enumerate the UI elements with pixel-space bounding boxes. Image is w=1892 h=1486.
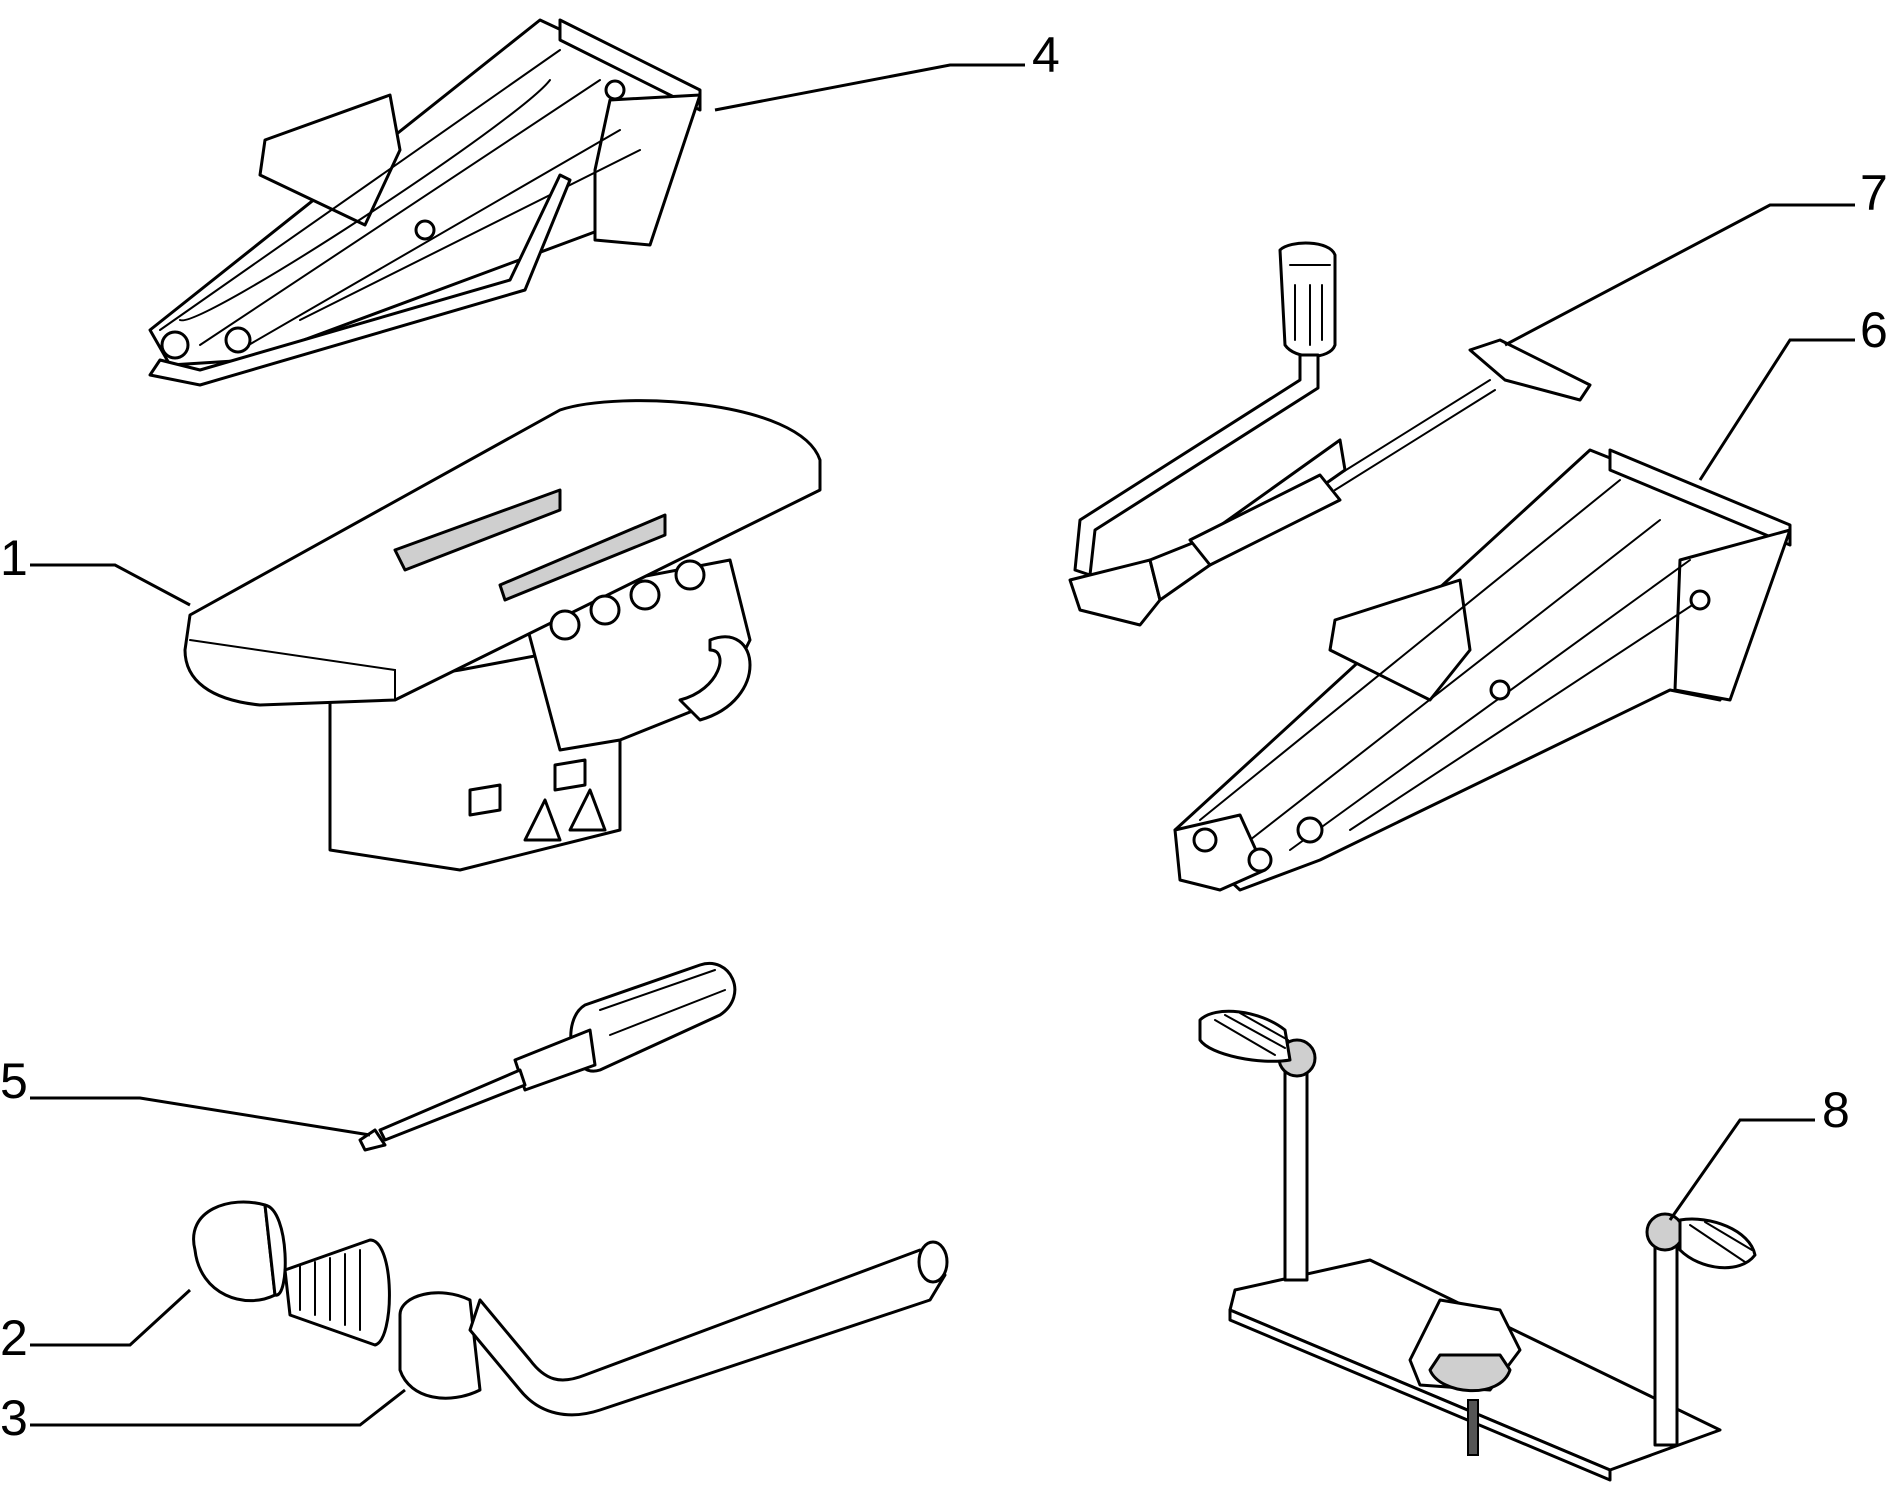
leader-lines — [30, 63, 1855, 1427]
leader-5 — [30, 1096, 371, 1137]
callout-6: 6 — [1860, 302, 1888, 358]
crank-handle-7 — [1068, 241, 1592, 627]
leader-8 — [1668, 1118, 1815, 1221]
leader-7 — [1504, 203, 1855, 347]
leader-2 — [30, 1288, 192, 1347]
scissor-jack-6 — [1173, 448, 1792, 892]
callout-labels: 1 2 3 4 5 6 7 8 — [0, 27, 1888, 1446]
callout-5: 5 — [0, 1053, 28, 1109]
wheel-brace-3 — [398, 1240, 949, 1417]
mounting-bracket-1 — [183, 399, 822, 872]
scissor-jack-4 — [148, 18, 702, 387]
leader-1 — [30, 563, 191, 607]
callout-2: 2 — [0, 1310, 28, 1366]
spare-wheel-clamp-8 — [1198, 1009, 1757, 1482]
leader-6 — [1698, 338, 1855, 481]
callout-3: 3 — [0, 1390, 28, 1446]
leader-4 — [714, 63, 1025, 112]
callout-8: 8 — [1822, 1082, 1850, 1138]
callout-1: 1 — [0, 530, 28, 586]
screwdriver-5 — [358, 961, 737, 1152]
callout-4: 4 — [1032, 27, 1060, 83]
socket-adapter-2 — [192, 1200, 391, 1347]
leader-3 — [30, 1388, 406, 1427]
callout-7: 7 — [1860, 165, 1888, 221]
